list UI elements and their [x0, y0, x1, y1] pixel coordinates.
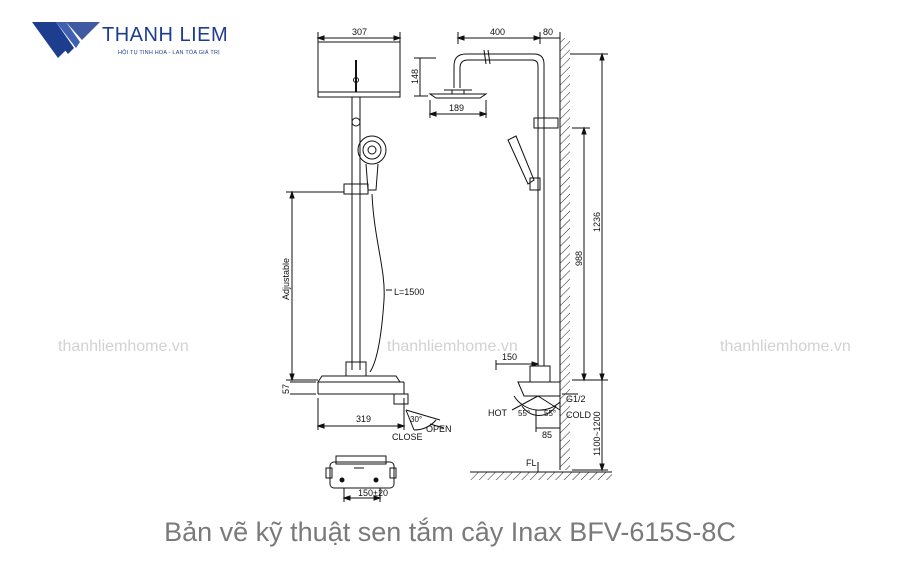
label-floor: FL: [526, 458, 537, 468]
dim-angle-cold: 55°: [544, 409, 556, 418]
dim-mixer-height: 988: [574, 251, 584, 266]
dim-lever-angle: 30°: [410, 415, 422, 424]
dim-head-height: 148: [410, 69, 420, 84]
side-mixer: [511, 365, 561, 416]
dim-hose-length: L=1500: [394, 287, 424, 297]
dim-head-width: 307: [352, 27, 367, 37]
dim-wall-offset: 80: [543, 27, 553, 37]
dim-mixer-depth: 150: [502, 352, 517, 362]
brand-tagline: HỘI TỤ TINH HOA - LAN TỎA GIÁ TRỊ: [118, 50, 220, 56]
front-hose: [369, 193, 385, 373]
dim-floor-range: 1100~1200: [592, 411, 602, 456]
dim-bottom-spacing: 150±20: [358, 488, 388, 498]
watermark-center: thanhliemhome.vn: [387, 338, 518, 355]
label-open: OPEN: [426, 424, 452, 434]
front-slide-holder: [343, 183, 369, 195]
front-mixer-body: [345, 361, 367, 377]
dim-angle-hot: 55°: [518, 409, 530, 418]
logo-mark-icon: [32, 22, 100, 58]
dim-shelf-depth: 319: [356, 414, 371, 424]
label-hot: HOT: [488, 408, 508, 418]
bottom-view: [325, 455, 397, 502]
side-view: [414, 32, 612, 480]
dim-total-height: 1236: [592, 212, 602, 232]
side-shower-head: [428, 93, 488, 99]
side-shower-arm: [453, 53, 545, 110]
dim-head-side-width: 189: [449, 103, 464, 113]
dim-adjustable: Adjustable: [281, 258, 291, 300]
side-wall-bracket: [533, 117, 559, 129]
front-hand-shower: [357, 135, 387, 191]
front-view: [286, 32, 445, 431]
watermark-left: thanhliemhome.vn: [58, 338, 189, 355]
side-hand-shower: [507, 135, 535, 185]
front-shower-head: [317, 41, 401, 98]
drawing-caption: Bản vẽ kỹ thuật sen tắm cây Inax BFV-615…: [164, 517, 736, 547]
label-thread: G1/2: [566, 394, 586, 404]
brand-name: THANH LIEM: [102, 24, 229, 46]
watermark-right: thanhliemhome.vn: [720, 338, 851, 355]
dim-arm-length: 400: [490, 27, 505, 37]
dim-shelf-height: 57: [281, 384, 291, 394]
label-cold: COLD: [566, 410, 592, 420]
dim-inlet-spacing: 85: [542, 430, 552, 440]
brand-logo: THANH LIEM HỘI TỤ TINH HOA - LAN TỎA GIÁ…: [30, 18, 250, 68]
label-close: CLOSE: [392, 432, 423, 442]
front-shelf: [317, 375, 409, 405]
